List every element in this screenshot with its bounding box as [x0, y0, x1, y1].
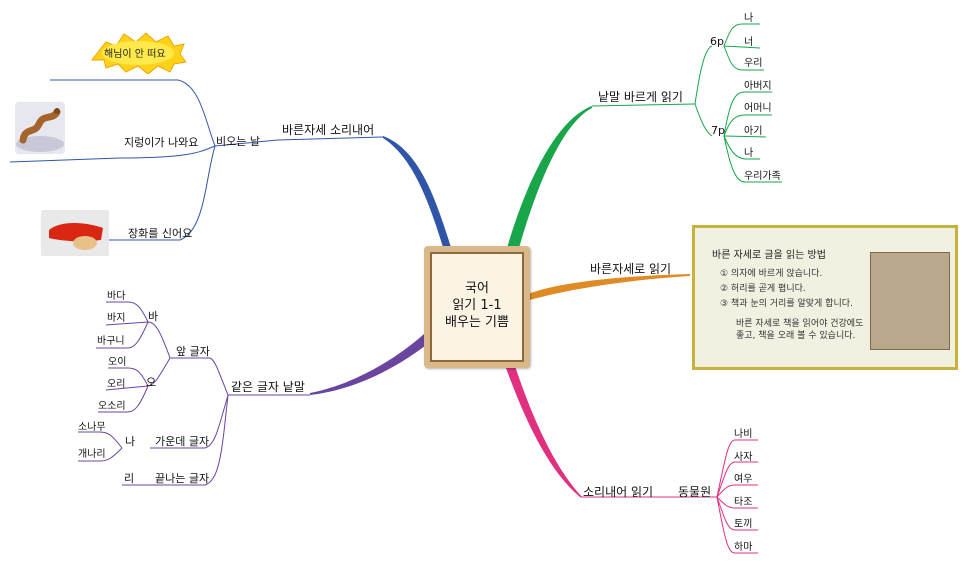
green-p7-item[interactable]: 우리가족 — [744, 171, 781, 182]
purple-na[interactable]: 나 — [125, 435, 136, 448]
center-node[interactable] — [424, 246, 530, 368]
boots-icon — [41, 210, 109, 256]
purple-middle[interactable]: 가운데 글자 — [155, 435, 210, 448]
green-p6-item[interactable]: 우리 — [744, 58, 763, 69]
green-p6-item[interactable]: 너 — [744, 37, 754, 48]
green-p6[interactable]: 6p — [710, 35, 724, 48]
textbook-note: 바른 자세로 책을 읽어야 건강에도 — [736, 319, 864, 329]
center-line: 배우는 기쁨 — [445, 315, 509, 330]
pink-item[interactable]: 토끼 — [734, 519, 753, 530]
student-photo — [870, 252, 950, 350]
worm-icon — [15, 102, 65, 154]
green-p7[interactable]: 7p — [711, 124, 725, 137]
purple-na-item[interactable]: 개나리 — [78, 449, 106, 460]
purple-o-item[interactable]: 오리 — [107, 379, 126, 390]
purple-ba[interactable]: 바 — [148, 310, 159, 323]
branch-purple-main[interactable]: 같은 글자 낱말 — [231, 380, 305, 394]
purple-na-item[interactable]: 소나무 — [78, 422, 106, 433]
purple-end[interactable]: 끝나는 글자 — [155, 472, 210, 485]
orange-branch — [528, 274, 690, 300]
textbook-item: ③ 책과 눈의 거리를 알맞게 합니다. — [720, 299, 853, 309]
center-title: 국어 읽기 1-1 배우는 기쁨 — [430, 280, 524, 331]
purple-ba-item[interactable]: 바지 — [107, 313, 126, 324]
sun-icon — [91, 32, 187, 74]
pink-item[interactable]: 타조 — [734, 497, 753, 508]
blue-branch — [383, 136, 452, 250]
purple-front[interactable]: 앞 글자 — [176, 345, 210, 358]
branch-green-main[interactable]: 낱말 바르게 읽기 — [598, 90, 683, 104]
textbook-item: ① 의자에 바르게 앉습니다. — [720, 269, 823, 279]
pink-item[interactable]: 나비 — [734, 429, 753, 440]
green-p7-item[interactable]: 아버지 — [744, 81, 772, 92]
pink-item[interactable]: 사자 — [734, 452, 753, 463]
purple-ri[interactable]: 리 — [124, 472, 135, 485]
purple-o-item[interactable]: 오소리 — [98, 401, 126, 412]
leaf-worm[interactable]: 지렁이가 나와요 — [124, 136, 199, 149]
purple-o[interactable]: 오 — [146, 376, 157, 389]
green-p7-item[interactable]: 나 — [744, 148, 754, 159]
branch-pink-sub[interactable]: 동물원 — [678, 485, 712, 499]
textbook-title: 바른 자세로 글을 읽는 방법 — [712, 250, 826, 261]
leaf-boots[interactable]: 장화를 신어요 — [128, 227, 193, 240]
branch-pink-main[interactable]: 소리내어 읽기 — [583, 485, 654, 499]
purple-branch — [310, 334, 430, 395]
center-line: 읽기 1-1 — [452, 298, 502, 313]
leaf-sun: 해님이 안 떠요 — [104, 49, 166, 60]
pink-branch — [506, 366, 582, 497]
purple-ba-item[interactable]: 바다 — [107, 291, 126, 302]
branch-blue-main[interactable]: 바른자세 소리내어 — [282, 123, 375, 137]
textbook-item: ② 허리를 곧게 폅니다. — [720, 284, 806, 294]
green-p6-item[interactable]: 나 — [744, 13, 754, 24]
green-branch — [507, 106, 592, 248]
branch-orange-main[interactable]: 바른자세로 읽기 — [590, 262, 672, 276]
center-line: 국어 — [465, 281, 489, 296]
green-p7-item[interactable]: 어머니 — [744, 103, 772, 114]
green-p7-item[interactable]: 아기 — [744, 126, 763, 137]
branch-blue-sub[interactable]: 비오는 날 — [216, 135, 260, 148]
pink-item[interactable]: 하마 — [734, 542, 753, 553]
textbook-note: 좋고, 책을 오래 볼 수 있습니다. — [736, 331, 856, 341]
purple-o-item[interactable]: 오이 — [108, 357, 127, 368]
purple-ba-item[interactable]: 바구니 — [97, 336, 125, 347]
pink-item[interactable]: 여우 — [734, 474, 753, 485]
